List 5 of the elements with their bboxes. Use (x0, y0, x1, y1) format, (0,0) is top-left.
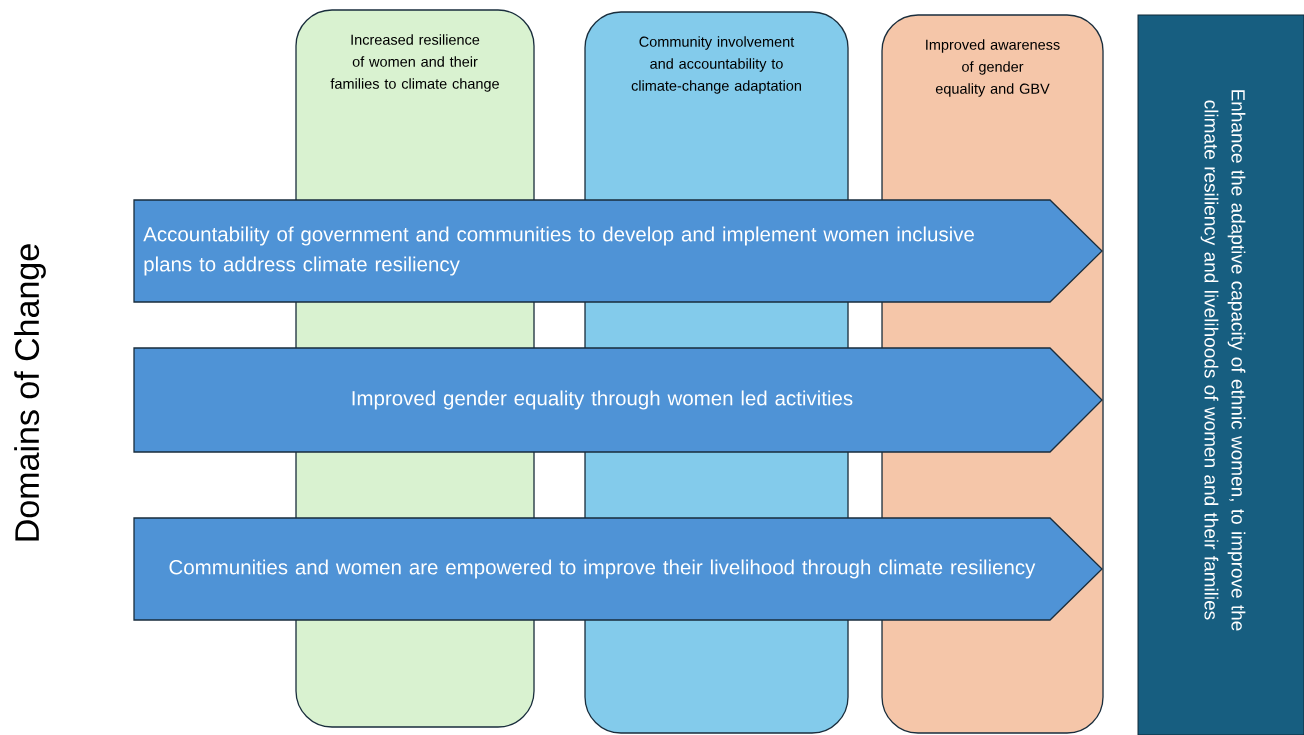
axis-title: Domains of Change (14, 244, 46, 541)
goal-box: Enhance the adaptive capacity of ethnic women, to improve the climate resiliency and livelihoods of women and their families (1137, 14, 1304, 735)
domain-banner: Accountability of government and communities to develop and implement women inclusive plans to address climate resiliency (133, 199, 1103, 303)
domain-banner: Improved gender equality through women led activities (133, 347, 1103, 453)
domain-banner: Communities and women are empowered to improve their livelihood through climate resiliency (133, 517, 1103, 621)
